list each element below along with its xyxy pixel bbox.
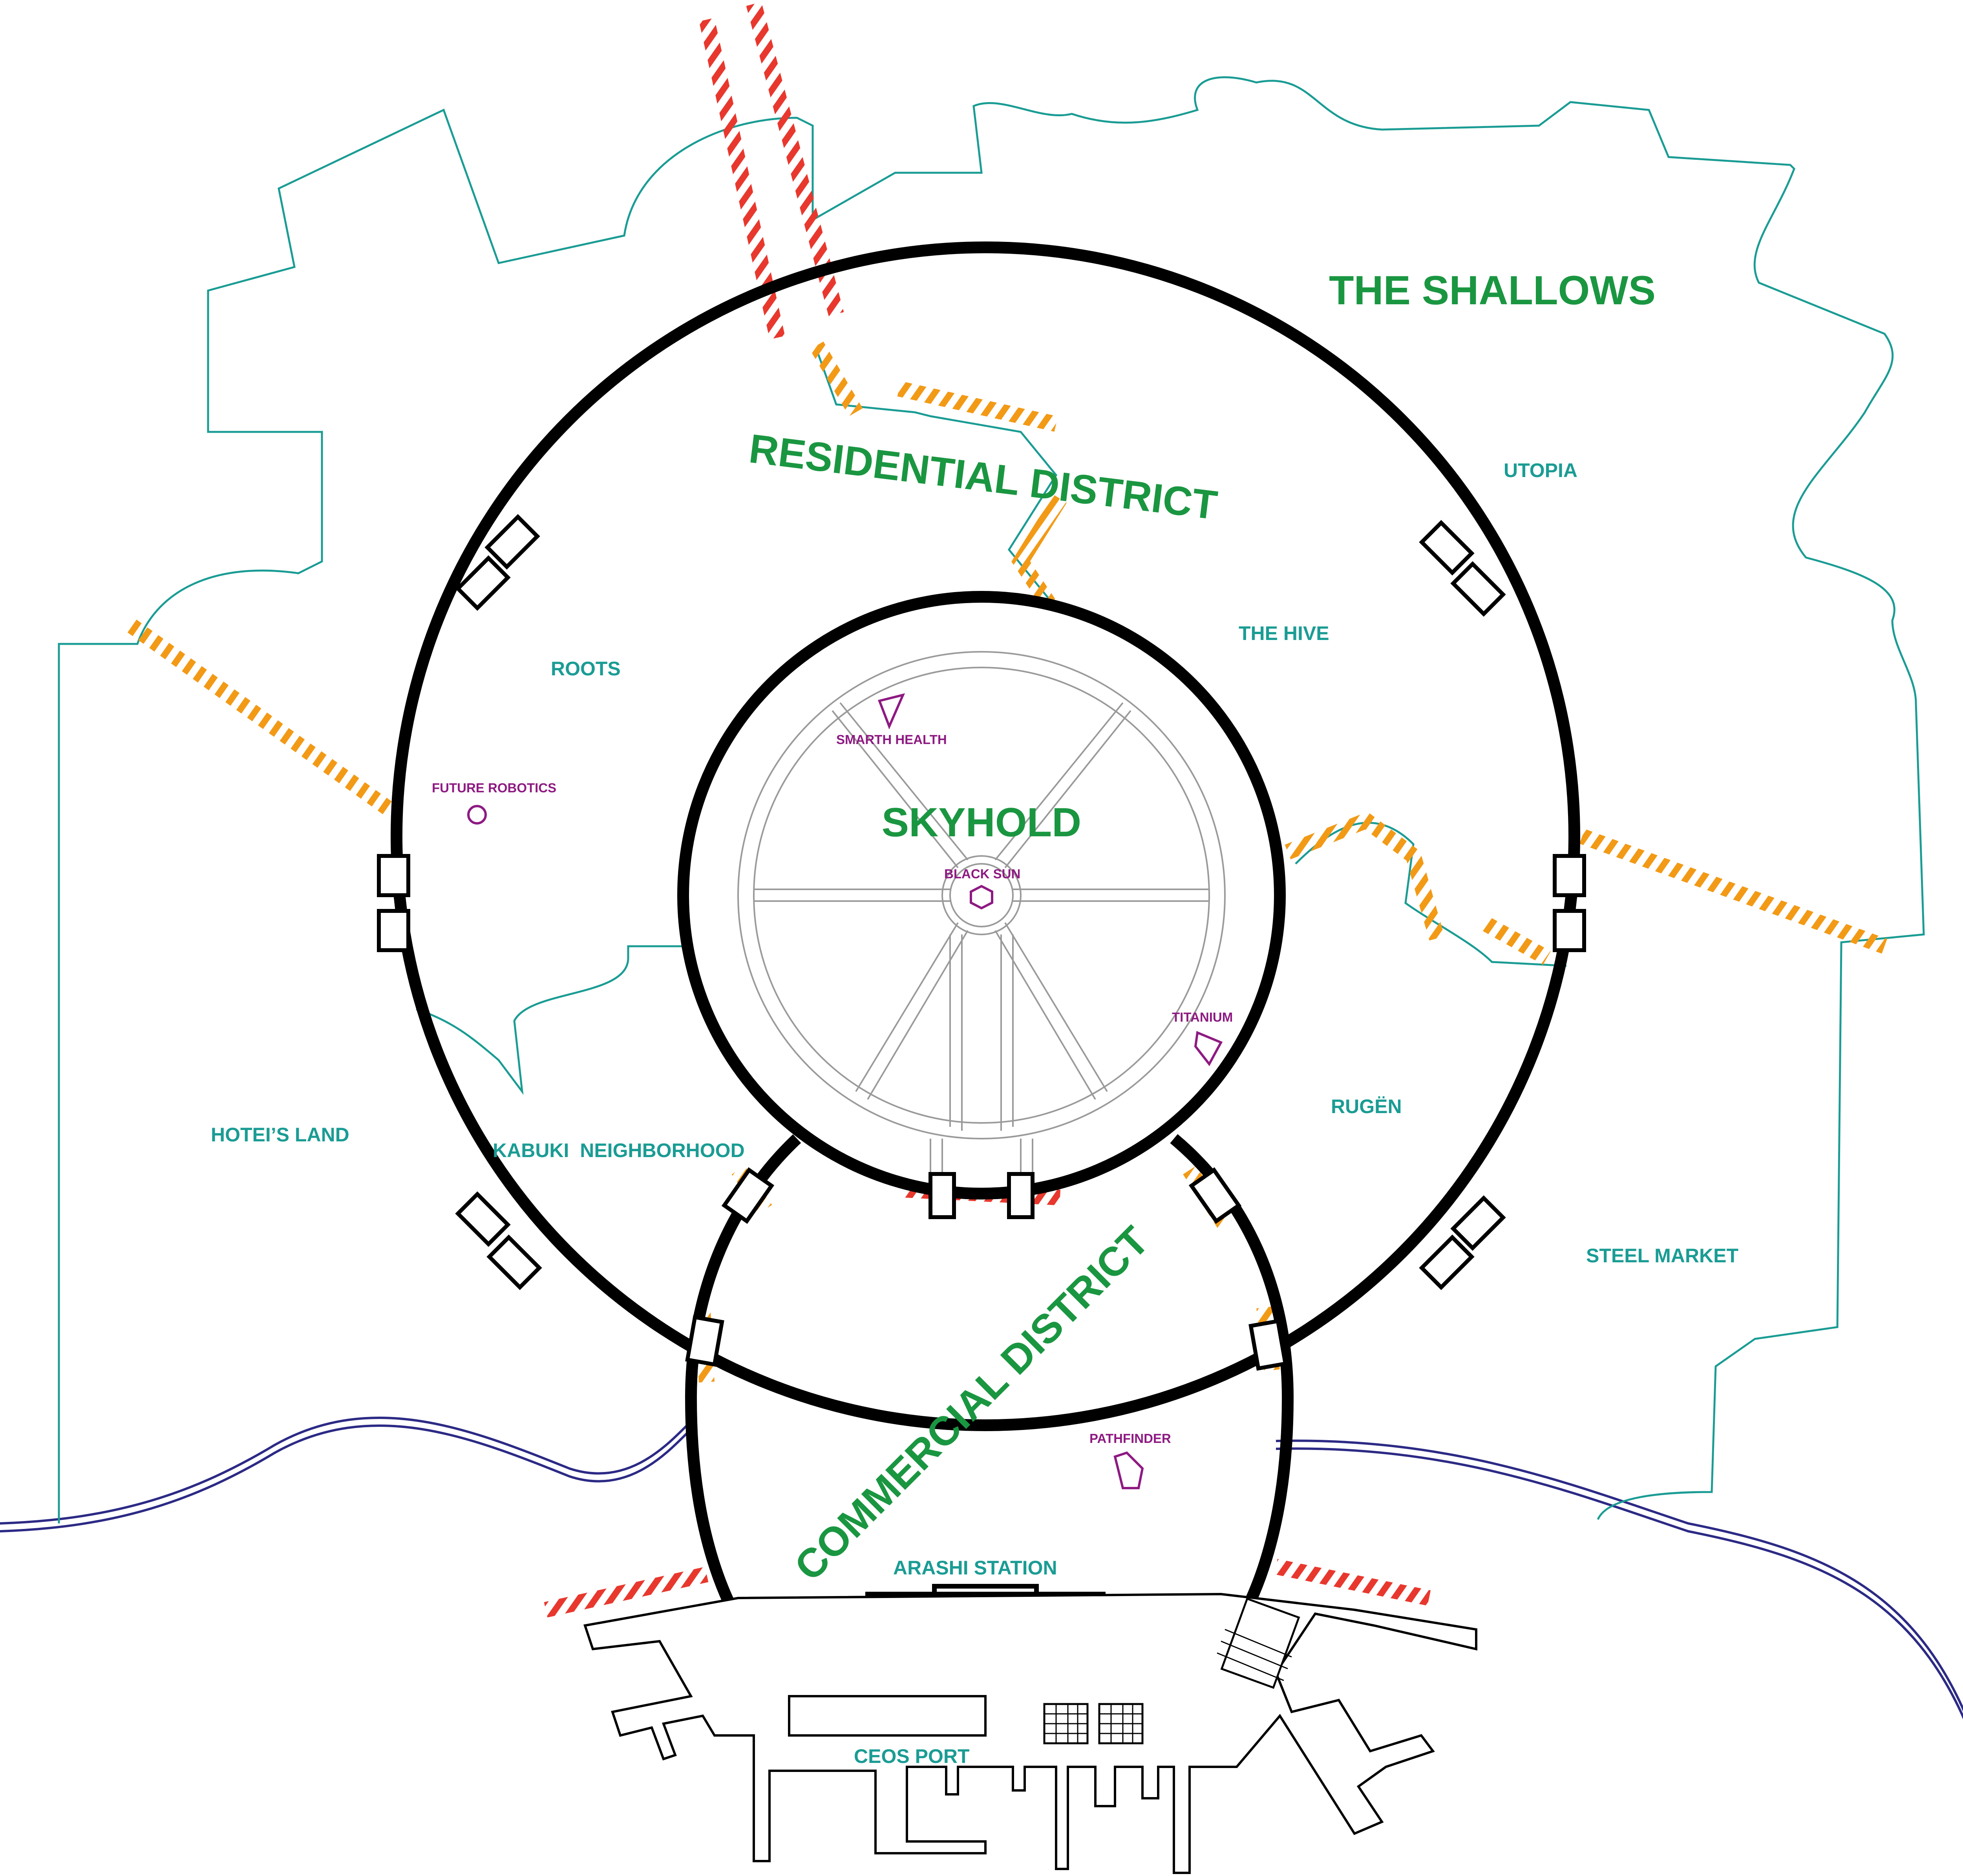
corp-label-smarth-health: SMARTH HEALTH xyxy=(836,732,947,747)
river xyxy=(0,1416,1963,1720)
skyhold-wall xyxy=(677,591,1286,1199)
skyhold-grid xyxy=(737,651,1226,1182)
neighborhood-label-steel-market: STEEL MARKET xyxy=(1586,1245,1738,1267)
neighborhood-label-arashi-station: ARASHI STATION xyxy=(893,1557,1057,1579)
neighborhood-label-utopia: UTOPIA xyxy=(1504,459,1577,481)
neighborhood-label-rugen: RUGËN xyxy=(1331,1095,1402,1117)
orange-checkpoint-line xyxy=(1285,812,1445,941)
neighborhood-label-roots: ROOTS xyxy=(551,658,621,680)
orange-checkpoint-line xyxy=(1480,916,1551,965)
neighborhood-boundary xyxy=(58,76,1925,1523)
neighborhood-label-kabuki: KABUKI NEIGHBORHOOD xyxy=(493,1139,745,1161)
hexagon-marker-icon xyxy=(970,885,993,910)
corp-label-pathfinder: PATHFINDER xyxy=(1089,1431,1171,1446)
pentagon-marker-icon xyxy=(1113,1451,1144,1489)
corp-label-future-robotics: FUTURE ROBOTICS xyxy=(432,781,556,795)
red-checkpoint-line xyxy=(746,2,844,316)
neighborhood-label-hoteis-land: HOTEI’S LAND xyxy=(211,1124,349,1146)
neighborhood-boundary xyxy=(416,945,687,1095)
orange-checkpoint-line xyxy=(810,341,863,417)
orange-checkpoint-line xyxy=(125,618,393,815)
residential-wall xyxy=(391,241,1580,1431)
triangle-marker-icon xyxy=(877,693,905,730)
district-label-shallows: THE SHALLOWS xyxy=(1329,268,1656,313)
circle-marker-icon xyxy=(467,805,487,825)
district-label-skyhold: SKYHOLD xyxy=(882,800,1081,845)
corp-label-titanium: TITANIUM xyxy=(1172,1010,1233,1024)
district-label-residential: RESIDENTIAL DISTRICT xyxy=(747,426,1220,528)
ceos-port-docks xyxy=(583,1593,1477,1874)
quad-marker-icon xyxy=(1194,1031,1223,1066)
red-checkpoint-line xyxy=(544,1567,709,1618)
orange-checkpoint-line xyxy=(1011,494,1067,613)
orange-checkpoint-line xyxy=(897,381,1058,432)
red-checkpoint-line xyxy=(1274,1559,1431,1606)
gates xyxy=(377,514,1586,1371)
port-container-grid xyxy=(1043,1597,1300,1744)
corp-label-black-sun: BLACK SUN xyxy=(944,867,1020,881)
neighborhood-label-the-hive: THE HIVE xyxy=(1239,622,1329,644)
neighborhood-label-ceos-port: CEOS PORT xyxy=(854,1745,969,1767)
orange-checkpoint-line xyxy=(1579,829,1887,954)
